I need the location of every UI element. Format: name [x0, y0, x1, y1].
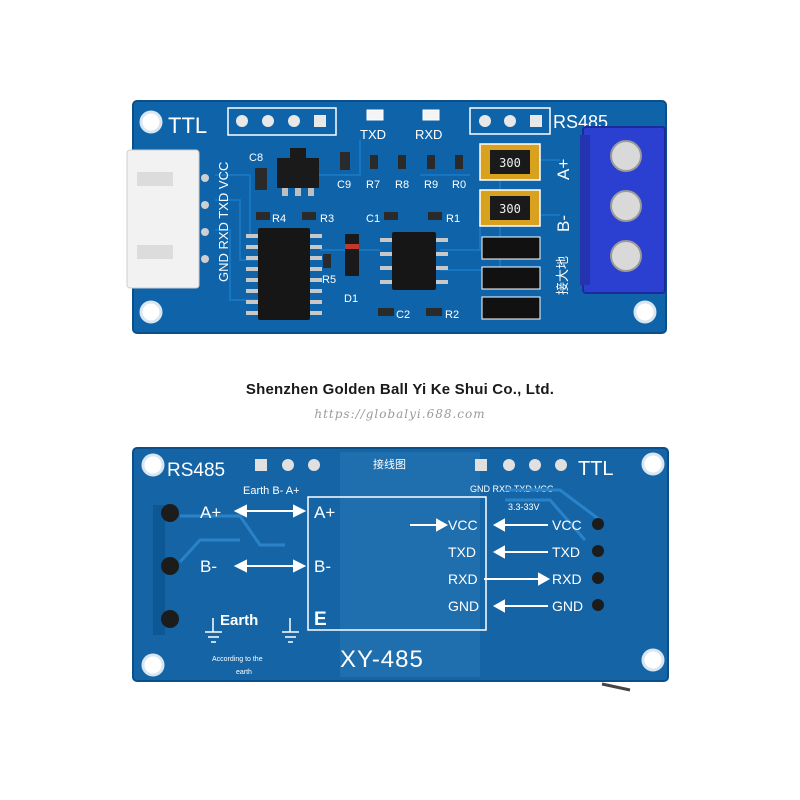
designator-c2: C2 [396, 309, 410, 321]
model-label: XY-485 [340, 646, 424, 673]
box-label-a: A+ [314, 503, 335, 522]
left-label-earth: Earth [220, 612, 258, 629]
rxd-led-label: RXD [415, 127, 442, 142]
designator-r9: R9 [424, 179, 438, 191]
bottom-rs485-label: RS485 [167, 460, 225, 481]
resistor-300-bottom: 300 [479, 189, 541, 227]
left-label-a: A+ [200, 503, 221, 522]
txd-led-label: TXD [360, 127, 386, 142]
res-top-marking: 300 [499, 156, 521, 170]
mount-hole [141, 453, 165, 477]
company-caption: Shenzhen Golden Ball Yi Ke Shui Co., Ltd… [245, 381, 555, 398]
designator-r0: R0 [452, 179, 466, 191]
wire-tail [601, 682, 631, 692]
designator-r4: R4 [272, 213, 286, 225]
bottom-pcb-substrate [132, 447, 669, 682]
pin-right-txd: TXD [552, 544, 580, 560]
jst-connector [126, 149, 209, 289]
terminal-screw [610, 240, 642, 272]
top-port-b: B- [554, 215, 573, 232]
box-label-e: E [314, 609, 327, 630]
top-port-a: A+ [554, 159, 573, 180]
terminal-screw [610, 190, 642, 222]
pin-arrows [410, 518, 551, 613]
mount-hole [139, 110, 163, 134]
designator-c9: C9 [337, 179, 351, 191]
tvs-diodes [481, 236, 541, 320]
connector-pin-labels: GND RXD TXD VCC [216, 162, 231, 282]
mount-hole [633, 300, 657, 324]
mount-hole [139, 300, 163, 324]
top-ground-label: 接大地 [555, 256, 570, 295]
designator-r2: R2 [445, 309, 459, 321]
pin-right-rxd: RXD [552, 571, 582, 587]
left-label-b: B- [200, 557, 217, 576]
pin-right-gnd: GND [552, 598, 583, 614]
designator-r7: R7 [366, 179, 380, 191]
resistor-300-top: 300 [479, 143, 541, 181]
designator-d1: D1 [344, 293, 358, 305]
designators: C8 C9 R7 R8 R9 R0 R4 R3 C1 R1 R5 D1 C2 R… [249, 152, 466, 321]
ttl-pin-pads [592, 518, 604, 611]
pin-left-rxd: RXD [448, 571, 478, 587]
designator-c1: C1 [366, 213, 380, 225]
rs485-wire-pads [153, 504, 179, 635]
designator-r3: R3 [320, 213, 334, 225]
designator-r8: R8 [395, 179, 409, 191]
mount-hole [141, 653, 165, 677]
pin-left-txd: TXD [448, 544, 476, 560]
bottom-ttl-pins [475, 459, 567, 471]
earth-note-line2: earth [236, 669, 252, 676]
bottom-board: RS485 接线图 TTL Earth B- A+ GND RXD TXD VC… [132, 447, 669, 692]
top-board: TTL TXD RXD RS485 GND RXD TXD VCC [126, 100, 667, 334]
ground-symbol [205, 618, 299, 643]
smd-components [255, 152, 463, 316]
mount-hole [641, 648, 665, 672]
voltage-regulator [277, 148, 319, 196]
ttl-header-pins [236, 115, 326, 127]
designator-c8: C8 [249, 152, 263, 164]
chip-large [246, 228, 322, 320]
wiring-box [307, 496, 487, 631]
txd-led [366, 109, 384, 121]
wiring-title: 接线图 [373, 457, 406, 471]
rxd-led [422, 109, 440, 121]
header-left-labels: Earth B- A+ [243, 485, 300, 497]
pin-left-gnd: GND [448, 598, 479, 614]
diode-d1 [345, 234, 359, 276]
double-arrows [233, 504, 307, 573]
pin-left-vcc: VCC [448, 517, 478, 533]
chip-small [380, 232, 448, 290]
designator-r5: R5 [322, 274, 336, 286]
bottom-rs485-pins [255, 459, 320, 471]
terminal-screw [610, 140, 642, 172]
mount-hole [641, 452, 665, 476]
voltage-label: 3.3-33V [508, 502, 540, 512]
earth-note-line1: According to the [212, 656, 263, 663]
bottom-ttl-label: TTL [578, 458, 614, 480]
url-caption: https://globalyi.688.com [314, 407, 486, 421]
top-ttl-label: TTL [168, 113, 207, 138]
designator-r1: R1 [446, 213, 460, 225]
pin-right-vcc: VCC [552, 517, 582, 533]
res-bottom-marking: 300 [499, 202, 521, 216]
box-label-b: B- [314, 557, 331, 576]
screw-terminal [580, 126, 666, 294]
rs485-header-pins [479, 115, 542, 127]
